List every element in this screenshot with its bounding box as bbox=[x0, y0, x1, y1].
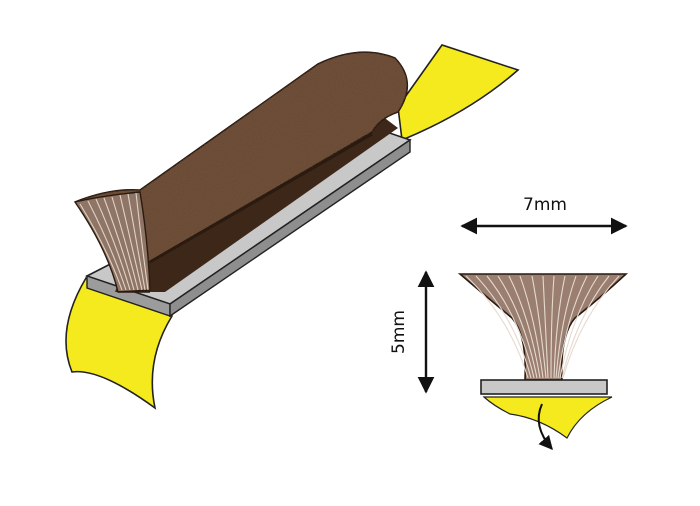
width-dimension: 7mm bbox=[460, 195, 628, 235]
brush-pile bbox=[74, 51, 409, 268]
weatherstrip-cross-section bbox=[457, 273, 629, 451]
height-dimension: 5mm bbox=[389, 270, 435, 394]
cross-section-adhesive bbox=[482, 396, 613, 439]
cross-section-backing bbox=[480, 379, 608, 395]
adhesive-liner-far bbox=[397, 44, 520, 142]
cross-section-brush bbox=[457, 273, 629, 381]
cross-section-fibers bbox=[465, 275, 620, 379]
adhesive-liner-near bbox=[65, 276, 174, 410]
brush-end-fibers bbox=[73, 191, 151, 293]
weatherstrip-perspective bbox=[65, 44, 520, 410]
width-label: 7mm bbox=[523, 195, 567, 215]
height-label: 5mm bbox=[389, 310, 409, 354]
peel-arrow bbox=[537, 403, 553, 451]
